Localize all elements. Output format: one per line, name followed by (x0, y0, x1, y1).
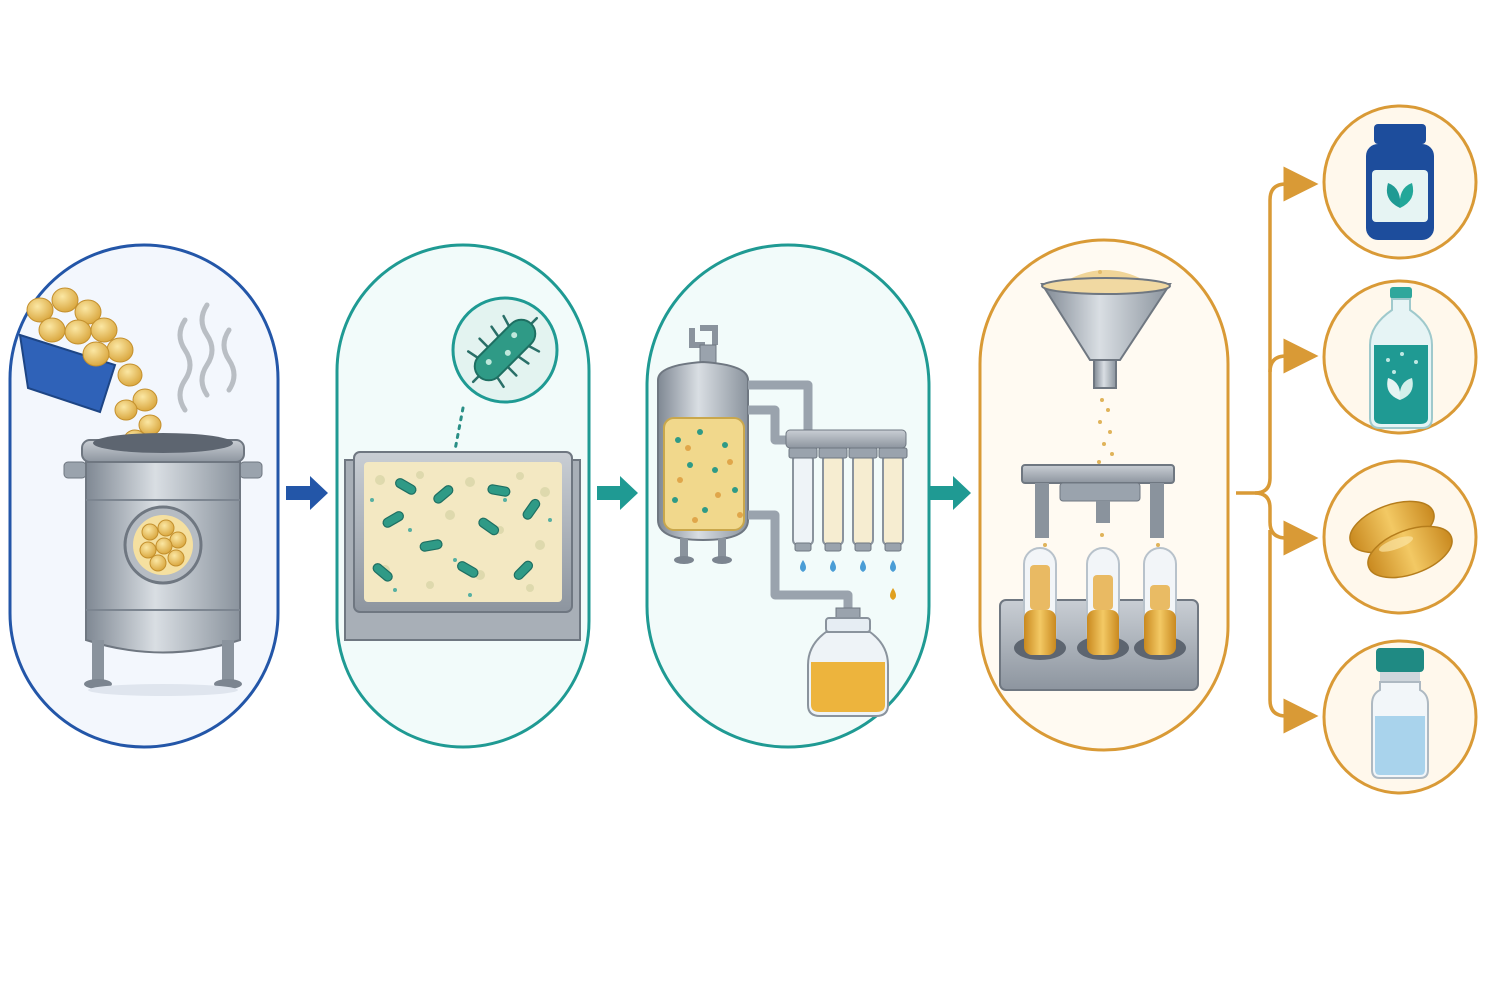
jar-with-leaf-icon (1366, 124, 1434, 240)
product-softgel-capsules (1324, 461, 1476, 613)
flow-arrow (597, 476, 638, 510)
stage-steaming (10, 245, 278, 747)
vial-icon (1372, 648, 1428, 778)
product-vial (1324, 641, 1476, 793)
capsule-tubes (1024, 548, 1176, 655)
flow-arrow (930, 476, 971, 510)
stage-fermentation (337, 245, 589, 747)
flow-arrow (286, 476, 328, 510)
stage-drying-filling (980, 240, 1228, 750)
stage-extraction (647, 245, 929, 747)
product-branches (1236, 184, 1308, 716)
fermentation-tray (345, 452, 580, 640)
product-beverage-bottle (1324, 281, 1476, 433)
product-supplement-jar (1324, 106, 1476, 258)
